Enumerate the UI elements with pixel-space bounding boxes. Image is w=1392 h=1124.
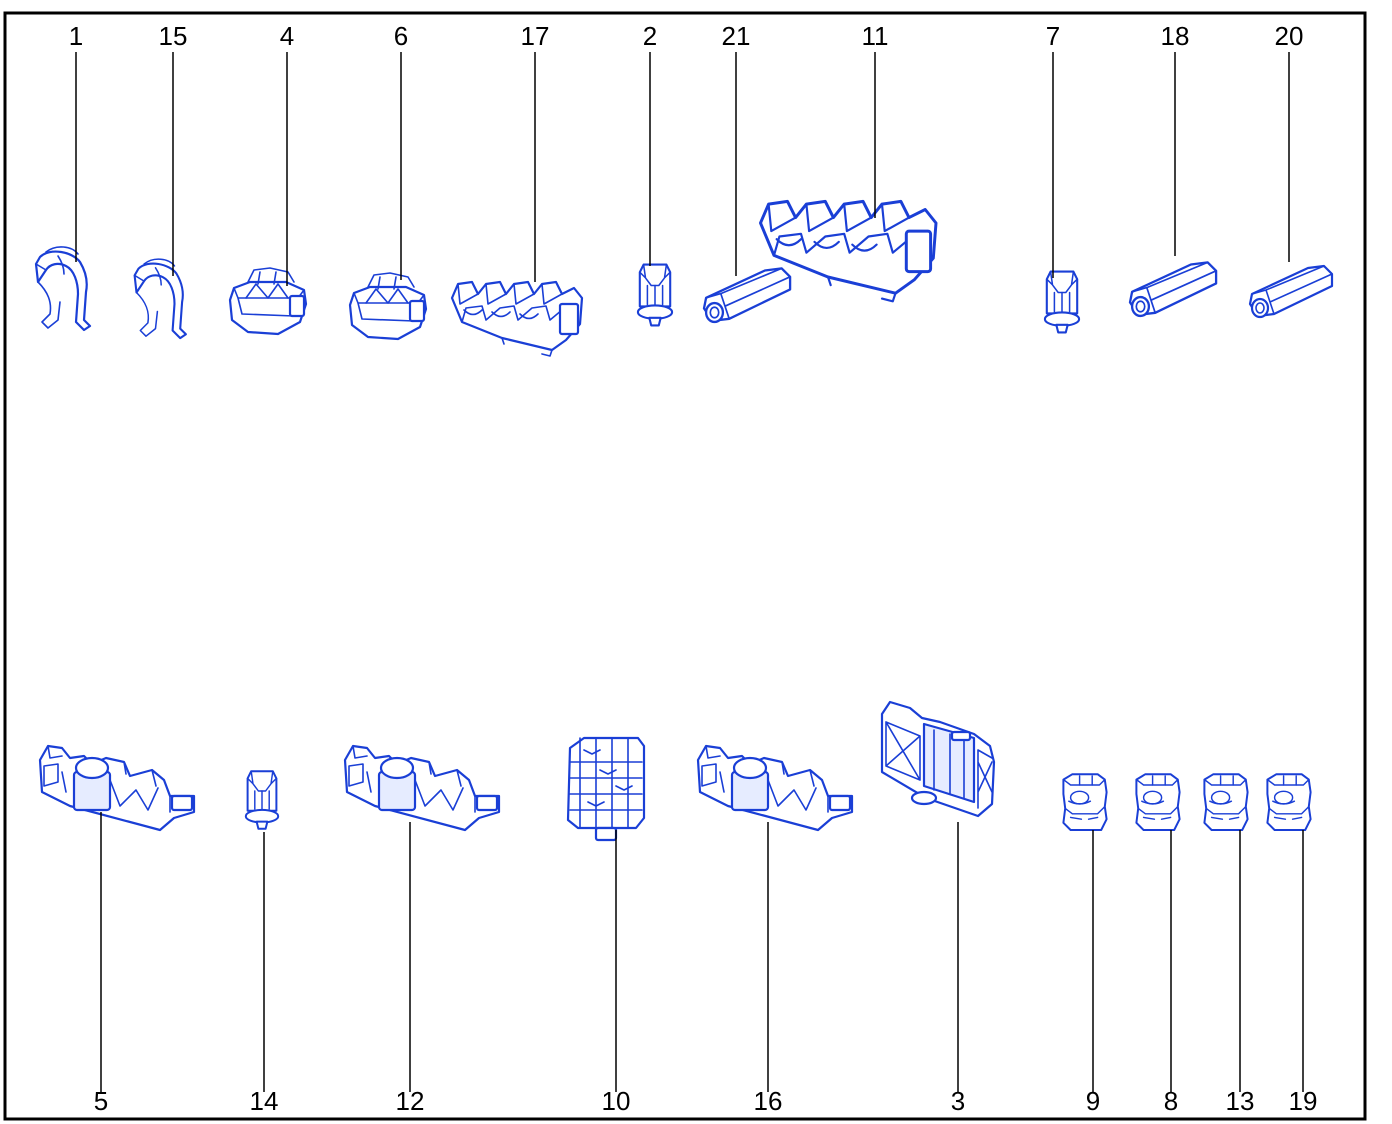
callout-label-1: 1: [69, 21, 83, 51]
callout-label-4: 4: [280, 21, 294, 51]
callout-label-19: 19: [1289, 1086, 1318, 1116]
part-2-push-rivet-clip-icon: [636, 263, 674, 327]
callout-label-16: 16: [754, 1086, 783, 1116]
part-13-ring-clip-icon: [1203, 773, 1249, 831]
callout-label-14: 14: [250, 1086, 279, 1116]
diagram-frame: [3, 11, 1367, 1121]
callout-label-10: 10: [602, 1086, 631, 1116]
labels-layer: 1 15 4 6 17 2 21 11 7 18 20 5 14 12 10 16 3 9 8 13 19: [69, 21, 1318, 1116]
callout-label-3: 3: [951, 1086, 965, 1116]
part-14-push-rivet-clip-icon: [244, 770, 280, 830]
part-17-triple-pipe-clip-icon: [450, 280, 584, 358]
callout-label-6: 6: [394, 21, 408, 51]
part-9-ring-clip-icon: [1062, 773, 1108, 831]
part-10-stacked-clip-icon: [566, 736, 646, 842]
callout-label-9: 9: [1086, 1086, 1100, 1116]
part-16-multi-pipe-clip-icon: [696, 744, 854, 832]
part-19-ring-clip-icon: [1266, 773, 1312, 831]
part-6-cable-clip-icon: [348, 271, 428, 341]
part-15-spring-clip-icon: [133, 258, 187, 340]
callout-label-13: 13: [1226, 1086, 1255, 1116]
callout-label-7: 7: [1046, 21, 1060, 51]
callout-label-11: 11: [862, 21, 889, 51]
part-1-spring-clip-icon: [34, 245, 92, 332]
part-3-large-bracket-icon: [880, 700, 996, 818]
callout-label-21: 21: [722, 21, 751, 51]
callout-label-18: 18: [1161, 21, 1190, 51]
part-12-multi-pipe-clip-icon: [343, 744, 501, 832]
callout-label-20: 20: [1275, 21, 1304, 51]
part-8-ring-clip-icon: [1135, 773, 1181, 831]
part-21-hex-spacer-icon: [702, 267, 792, 324]
parts-layer: [34, 199, 1334, 842]
part-7-push-rivet-clip-icon: [1043, 270, 1081, 334]
part-4-cable-clip-icon: [228, 266, 308, 336]
part-20-hex-spacer-icon: [1248, 264, 1334, 319]
part-18-hex-spacer-icon: [1128, 261, 1218, 318]
part-5-multi-pipe-clip-icon: [38, 744, 196, 832]
callout-label-15: 15: [159, 21, 188, 51]
callout-label-8: 8: [1164, 1086, 1178, 1116]
callout-label-5: 5: [94, 1086, 108, 1116]
callout-label-12: 12: [396, 1086, 425, 1116]
leaders-layer: [75, 52, 1304, 1092]
callout-label-17: 17: [521, 21, 550, 51]
callout-label-2: 2: [643, 21, 657, 51]
